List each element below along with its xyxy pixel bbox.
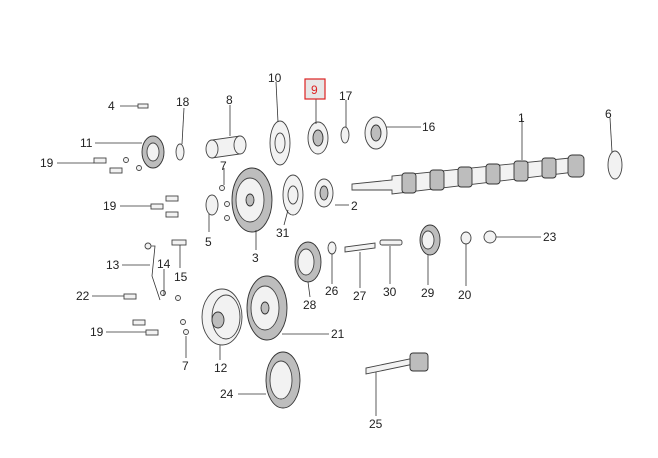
- seal-ring-part: [607, 150, 623, 180]
- callout-15: 15: [174, 270, 188, 284]
- gear-29-part: [419, 224, 441, 256]
- leader-lines: [57, 81, 613, 416]
- gear-11-part: [141, 135, 165, 169]
- gear-24-part: [265, 351, 301, 409]
- callout-4: 4: [108, 99, 115, 113]
- callout-12: 12: [214, 361, 228, 375]
- callout-9: 9: [311, 83, 318, 97]
- callout-18: 18: [176, 95, 190, 109]
- lever-13-part: [144, 242, 161, 301]
- callout-7-bottom: 7: [182, 359, 189, 373]
- callout-31: 31: [276, 226, 290, 240]
- plate-10-part: [269, 120, 291, 166]
- circlip-18-part: [175, 143, 185, 161]
- callout-3: 3: [252, 251, 259, 265]
- callout-17: 17: [339, 89, 353, 103]
- callout-11: 11: [80, 136, 93, 150]
- bolts-19-bottom-part: [132, 319, 189, 336]
- callout-21: 21: [331, 327, 345, 341]
- bearing-2-part: [314, 178, 334, 208]
- washer-5-part: [205, 194, 219, 216]
- gear-3-part: [231, 167, 273, 233]
- callout-1: 1: [518, 111, 525, 125]
- callout-19-top: 19: [40, 156, 54, 170]
- callout-26: 26: [325, 284, 339, 298]
- camshaft-part: [351, 154, 585, 195]
- bearing-16-part: [364, 116, 388, 150]
- callout-27: 27: [353, 289, 367, 303]
- callout-20: 20: [458, 288, 472, 302]
- shaft-27-part: [344, 242, 376, 253]
- callout-10: 10: [268, 71, 282, 85]
- callout-23: 23: [543, 230, 557, 244]
- shaft-25-part: [365, 352, 429, 375]
- callout-28: 28: [303, 298, 317, 312]
- gear-28-part: [294, 241, 322, 283]
- washer-20-part: [460, 231, 472, 245]
- callout-19-bottom: 19: [90, 325, 104, 339]
- callout-6: 6: [605, 107, 612, 121]
- callout-14: 14: [157, 257, 171, 271]
- callout-2: 2: [351, 199, 358, 213]
- bolts-22-part: [123, 290, 181, 301]
- pin-30-part: [379, 239, 403, 246]
- callout-8: 8: [226, 93, 233, 107]
- pin-4-part: [137, 103, 149, 109]
- callout-16: 16: [422, 120, 436, 134]
- sleeve-8-part: [205, 135, 247, 159]
- callout-labels: 1 2 3 4 5 6 7 8 9 10 11 12 13 14 15 16 1…: [40, 71, 612, 431]
- callout-30: 30: [383, 285, 397, 299]
- gear-21-part: [246, 275, 288, 341]
- callout-29: 29: [421, 286, 435, 300]
- circlip-17-part: [340, 126, 350, 144]
- pin-15-part: [171, 239, 187, 246]
- callout-24: 24: [220, 387, 234, 401]
- callout-25: 25: [369, 417, 383, 431]
- washer-26-part: [327, 241, 337, 255]
- bolts-19-top-part: [93, 157, 142, 174]
- callout-22: 22: [76, 289, 90, 303]
- callout-13: 13: [106, 258, 120, 272]
- highlight-box-9: [304, 78, 326, 100]
- plate-31-part: [282, 174, 304, 216]
- bearing-9-part: [307, 121, 329, 155]
- nut-23-part: [483, 230, 497, 244]
- callout-19-middle: 19: [103, 199, 117, 213]
- callout-7-top: 7: [220, 159, 227, 173]
- callout-5: 5: [205, 235, 212, 249]
- bolts-19-middle-part: [150, 185, 230, 221]
- housing-12-part: [201, 288, 243, 346]
